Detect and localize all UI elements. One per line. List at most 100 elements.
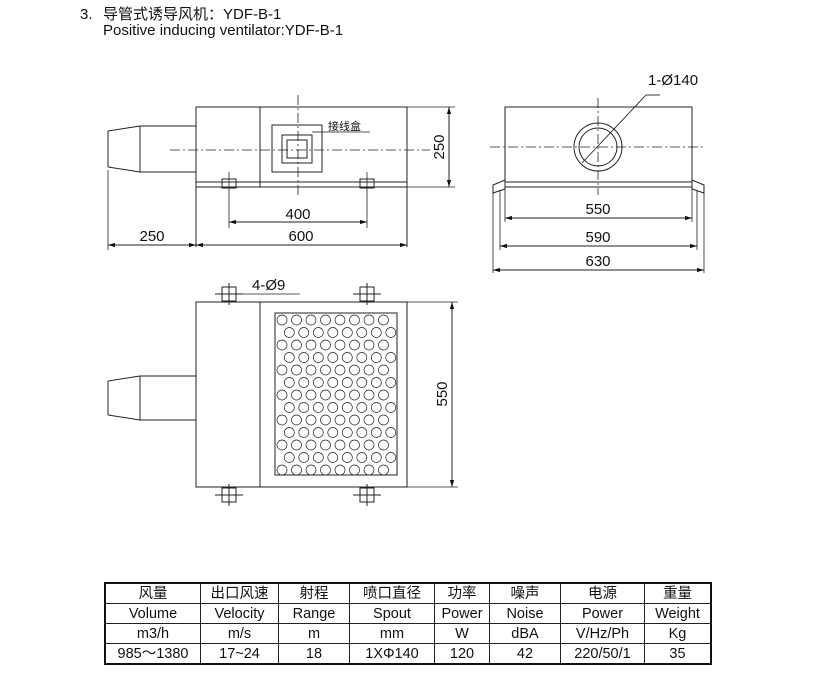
perforation-hole	[341, 377, 353, 388]
perforation-hole	[363, 339, 375, 351]
cell-en-velocity: Velocity	[200, 603, 279, 624]
perforation-hole	[341, 402, 353, 413]
perforation-hole	[370, 452, 382, 463]
junction-box-label: 接线盒	[328, 119, 361, 133]
cell-val-range: 18	[278, 643, 350, 665]
perforation-hole	[283, 352, 295, 363]
perforation-hole	[291, 439, 302, 451]
perforation-hole	[334, 364, 346, 376]
perforation-hole	[320, 364, 331, 376]
perforation-hole	[370, 352, 382, 363]
mount-hole-top-right	[353, 283, 381, 305]
perforation-hole	[327, 402, 339, 413]
perforation-hole	[312, 327, 324, 338]
perforation-hole	[291, 339, 302, 351]
perforation-hole	[305, 414, 317, 426]
perforation-hole	[305, 314, 317, 326]
perforation-hole	[298, 327, 310, 338]
perforation-hole	[276, 439, 288, 451]
cell-val-volume: 985～1380	[104, 643, 201, 665]
perforation-hole	[276, 339, 288, 351]
cell-en-supply: Power	[560, 603, 645, 624]
cell-val-spout: 1XΦ140	[349, 643, 435, 665]
perforation-hole	[312, 427, 324, 438]
perforation-hole	[320, 464, 331, 476]
perforation-hole	[305, 364, 317, 376]
spec-row-values: 985～1380 17~24 18 1XΦ140 120 42 220/50/1…	[104, 643, 712, 665]
perforation-hole	[363, 389, 375, 401]
perforation-hole	[291, 364, 302, 376]
perforation-hole	[312, 452, 324, 463]
perforation-hole	[356, 377, 368, 388]
cell-cn-volume: 风量	[104, 582, 201, 604]
top-inlet-cone	[107, 375, 196, 421]
perforation-hole	[276, 464, 288, 476]
perforation-hole	[312, 402, 324, 413]
perforation-holes	[276, 314, 397, 476]
cell-unit-spout: mm	[349, 623, 435, 644]
perforation-hole	[349, 339, 360, 351]
perforation-hole	[305, 464, 317, 476]
perforation-hole	[385, 427, 397, 438]
perforation-hole	[363, 364, 375, 376]
spec-row-units: m3/h m/s m mm W dBA V/Hz/Ph Kg	[104, 623, 712, 644]
perforation-hole	[283, 402, 295, 413]
label-550: 550	[585, 201, 610, 218]
perforation-hole	[370, 427, 382, 438]
perforation-hole	[356, 452, 368, 463]
side-view	[490, 94, 705, 273]
cell-unit-noise: dBA	[489, 623, 561, 644]
spec-row-chinese: 风量 出口风速 射程 喷口直径 功率 噪声 电源 重量	[104, 582, 712, 604]
label-inlet-250: 250	[139, 228, 164, 245]
perforation-hole	[385, 377, 397, 388]
cell-en-spout: Spout	[349, 603, 435, 624]
perforation-hole	[334, 314, 346, 326]
flange-left	[492, 179, 506, 194]
perforation-hole	[378, 364, 389, 376]
cell-val-power: 120	[434, 643, 490, 665]
front-view	[107, 95, 455, 250]
perforation-hole	[370, 402, 382, 413]
spec-row-english: Volume Velocity Range Spout Power Noise …	[104, 603, 712, 624]
perforation-hole	[298, 402, 310, 413]
inlet-cone	[107, 125, 196, 173]
perforation-hole	[298, 427, 310, 438]
perforation-hole	[356, 327, 368, 338]
cell-unit-supply: V/Hz/Ph	[560, 623, 645, 644]
perforation-hole	[385, 327, 397, 338]
flange-right	[691, 179, 705, 194]
section-number: 3.	[80, 6, 93, 23]
cell-unit-power: W	[434, 623, 490, 644]
perforation-hole	[349, 314, 360, 326]
perforation-hole	[349, 364, 360, 376]
perforation-hole	[378, 314, 389, 326]
perforation-hole	[276, 414, 288, 426]
label-630: 630	[585, 253, 610, 270]
perforation-hole	[356, 427, 368, 438]
cell-cn-velocity: 出口风速	[200, 582, 279, 604]
cell-en-range: Range	[278, 603, 350, 624]
perforation-hole	[378, 389, 389, 401]
front-body	[195, 106, 408, 188]
label-holes-callout: 4-Ø9	[252, 277, 285, 294]
perforated-grille	[274, 312, 398, 476]
junction-box	[271, 124, 323, 173]
perforation-hole	[349, 439, 360, 451]
perforation-hole	[341, 452, 353, 463]
perforation-hole	[283, 327, 295, 338]
mount-hole-bottom-right	[353, 484, 381, 506]
perforation-hole	[363, 314, 375, 326]
perforation-hole	[298, 352, 310, 363]
perforation-hole	[283, 452, 295, 463]
cell-val-velocity: 17~24	[200, 643, 279, 665]
perforation-hole	[334, 414, 346, 426]
cell-unit-volume: m3/h	[104, 623, 201, 644]
perforation-hole	[276, 314, 288, 326]
perforation-hole	[305, 389, 317, 401]
outlet-outer-circle	[573, 122, 623, 172]
cell-cn-power: 功率	[434, 582, 490, 604]
cell-unit-velocity: m/s	[200, 623, 279, 644]
outlet-inner-circle	[578, 127, 618, 167]
perforation-hole	[378, 414, 389, 426]
